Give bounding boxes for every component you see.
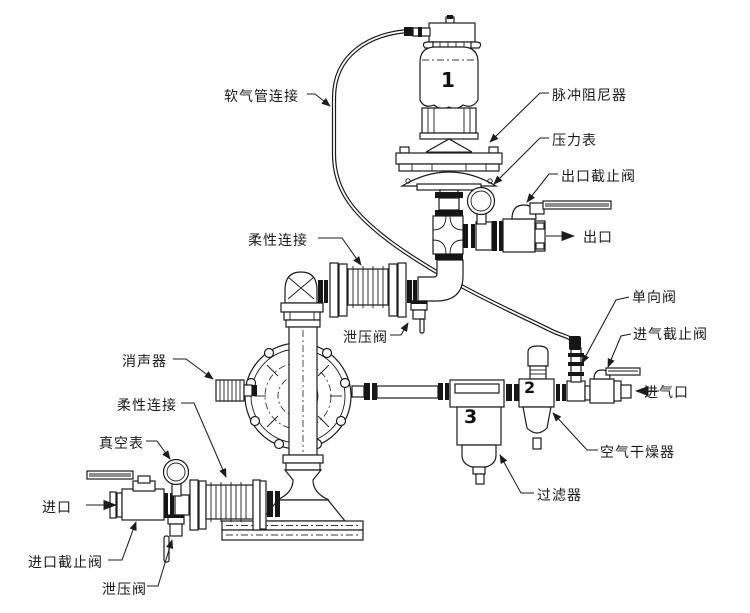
label-air-dryer: 空气干燥器 (600, 445, 675, 461)
air-supply-line (351, 336, 641, 485)
leader-lines (108, 92, 632, 587)
callout-number-filter: 3 (464, 406, 478, 428)
pulse-damper-assembly (395, 15, 503, 199)
label-relief-valve-mid: 泄压阀 (343, 330, 388, 346)
label-air-inlet-stop-valve: 进气截止阀 (633, 327, 708, 343)
diaphragm-pump-body (215, 319, 364, 541)
callout-number-pulse-damper: 1 (441, 68, 455, 92)
label-pulse-damper: 脉冲阻尼器 (552, 88, 627, 104)
soft-air-hose (331, 28, 578, 350)
label-inlet: 进口 (42, 500, 72, 516)
label-filter: 过滤器 (537, 488, 582, 504)
upper-flexible-connection (280, 262, 417, 321)
label-air-inlet: 进气口 (644, 385, 689, 401)
callout-number-air-dryer: 2 (524, 378, 536, 397)
label-flexible-connection-lower: 柔性连接 (117, 398, 177, 414)
label-check-valve: 单向阀 (632, 290, 677, 306)
label-outlet-stop-valve: 出口截止阀 (561, 169, 636, 185)
label-soft-hose-connection: 软气管连接 (224, 89, 299, 105)
label-inlet-stop-valve: 进口截止阀 (28, 555, 103, 571)
discharge-tee-assembly (410, 186, 612, 334)
flow-arrows (86, 230, 659, 511)
label-flexible-connection-upper: 柔性连接 (248, 233, 308, 249)
inlet-line-assembly (86, 458, 280, 563)
label-vacuum-gauge: 真空表 (99, 436, 144, 452)
label-outlet: 出口 (583, 230, 613, 246)
label-pressure-gauge: 压力表 (552, 133, 597, 149)
label-muffler: 消声器 (122, 354, 167, 370)
label-relief-valve-bottom: 泄压阀 (102, 582, 147, 598)
